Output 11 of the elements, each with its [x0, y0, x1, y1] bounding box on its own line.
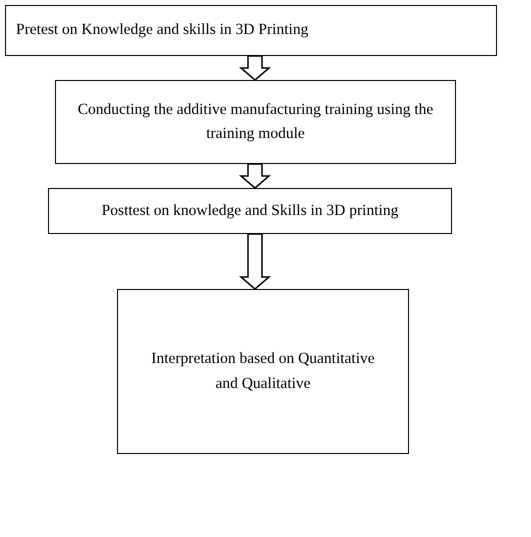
- box-text: Posttest on knowledge and Skills in 3D printing: [102, 200, 398, 221]
- process-box: [48, 188, 452, 234]
- block-arrow: [238, 163, 272, 189]
- block-arrow: [238, 233, 272, 290]
- box-text: Pretest on Knowledge and skills in 3D Printing: [16, 20, 308, 40]
- box-text: Interpretation based on Quantitative and Qualitative: [150, 349, 376, 394]
- process-box: [117, 289, 409, 454]
- process-box: [55, 80, 456, 164]
- block-arrow: [238, 55, 272, 81]
- process-box: [5, 5, 497, 56]
- box-text: Conducting the additive manufacturing training using the training module: [76, 100, 434, 144]
